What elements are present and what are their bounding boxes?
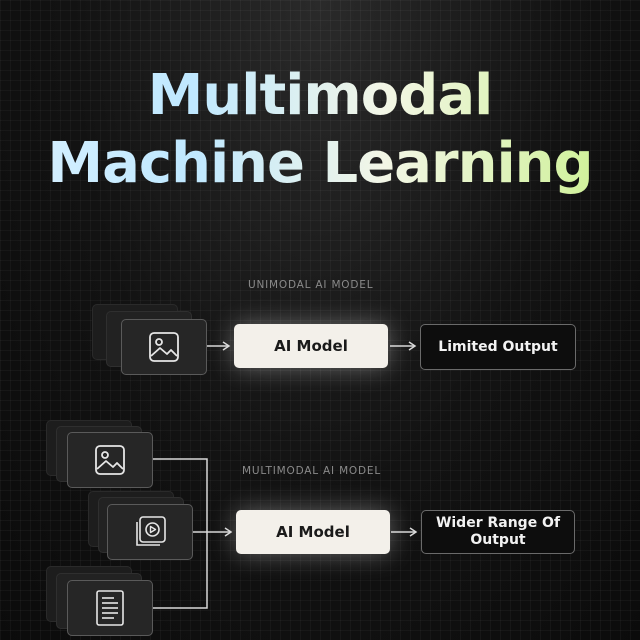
multimodal-label: MULTIMODAL AI MODEL	[242, 465, 381, 477]
arrow-head	[222, 341, 231, 351]
document-icon	[96, 590, 124, 626]
connector-branch-top	[152, 458, 208, 532]
title-line-2: Machine Learning	[0, 130, 640, 198]
unimodal-ai-model-box: AI Model	[234, 324, 388, 368]
title-line-1: Multimodal	[0, 62, 640, 130]
arrow-head	[224, 527, 233, 537]
arrow-head	[408, 341, 417, 351]
unimodal-input-card	[121, 319, 207, 375]
image-icon	[149, 332, 179, 362]
multimodal-video-card	[107, 504, 193, 560]
multimodal-document-card	[67, 580, 153, 636]
multimodal-output-box: Wider Range Of Output	[421, 510, 575, 554]
connector-branch-bottom	[152, 532, 208, 609]
video-icon	[136, 516, 166, 546]
image-icon	[95, 445, 125, 475]
unimodal-label: UNIMODAL AI MODEL	[248, 279, 374, 291]
unimodal-output-box: Limited Output	[420, 324, 576, 370]
arrow-head	[409, 527, 418, 537]
multimodal-ai-model-box: AI Model	[236, 510, 390, 554]
multimodal-image-card	[67, 432, 153, 488]
